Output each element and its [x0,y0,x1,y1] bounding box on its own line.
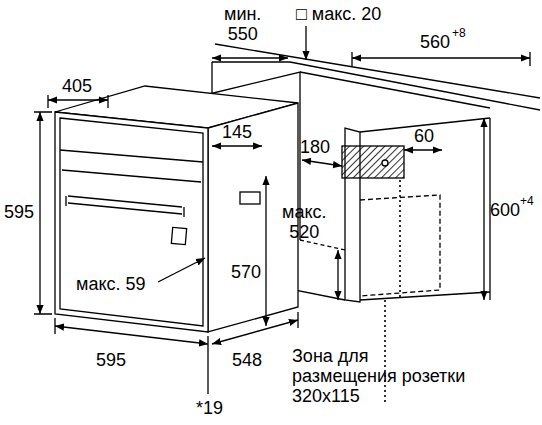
dimension-label: *19 [196,398,223,418]
label-line: 520 [282,222,326,242]
dimension-label: 405 [62,76,92,96]
dimension-label: 595 [4,202,34,222]
dimension-label: мин. 550 [224,4,261,44]
dimension-label: 560 [420,32,450,52]
label-line: мин. [224,4,261,24]
dimension-label: 60 [414,126,434,146]
label-line: 550 [224,24,261,44]
dimension-label: макс. 520 [282,202,326,242]
dimension-label: +4 [520,195,534,208]
dimension-label: 548 [232,350,262,370]
dimension-label: 145 [222,122,252,142]
dimension-label: 600 [490,200,520,220]
label-line: макс. [282,202,326,222]
label-line: Зона для [292,346,465,366]
dimension-label: Зона для размещения розетки 320x115 [292,346,465,406]
dimension-label: +8 [452,27,466,40]
dimension-label: макс. 59 [76,274,146,294]
dimension-label: □ макс. 20 [296,4,381,24]
dimension-label: 180 [300,137,330,157]
label-line: 320x115 [292,386,465,406]
dimension-label: 595 [96,350,126,370]
label-line: размещения розетки [292,366,465,386]
dimension-label: 570 [231,262,261,282]
